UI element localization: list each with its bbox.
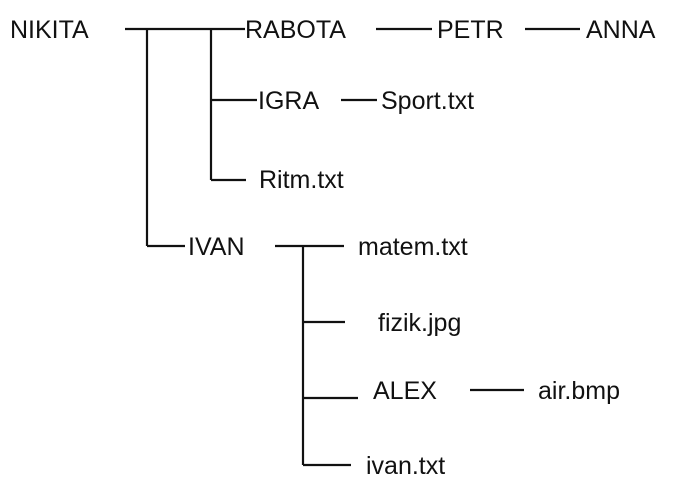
node-anna: ANNA: [586, 16, 656, 44]
node-alex: ALEX: [373, 377, 437, 405]
node-ivan: IVAN: [188, 233, 245, 261]
node-igra: IGRA: [258, 87, 319, 115]
node-air-bmp: air.bmp: [538, 377, 620, 405]
node-nikita: NIKITA: [10, 16, 89, 44]
tree-connectors: [125, 27, 580, 467]
node-rabota: RABOTA: [245, 16, 346, 44]
node-ritm-txt: Ritm.txt: [259, 166, 344, 194]
node-matem-txt: matem.txt: [358, 233, 468, 261]
node-sport-txt: Sport.txt: [381, 87, 474, 115]
node-petr: PETR: [437, 16, 504, 44]
tree-labels: NIKITA RABOTA PETR ANNA IGRA Sport.txt R…: [10, 16, 656, 480]
node-ivan-txt: ivan.txt: [366, 452, 445, 480]
node-fizik-jpg: fizik.jpg: [378, 309, 461, 337]
